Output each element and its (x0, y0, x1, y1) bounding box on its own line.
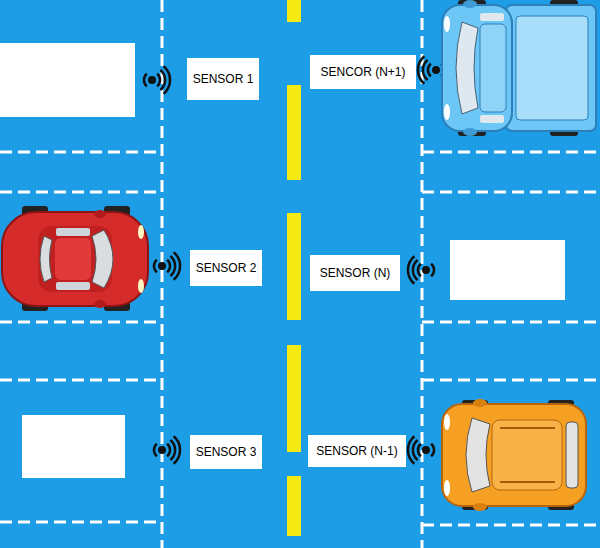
center-line (287, 0, 301, 536)
roof-rail (500, 427, 555, 429)
empty-spot (22, 415, 125, 478)
sensor-label: SENSOR 3 (190, 435, 262, 469)
sensor-label: SENSOR 2 (190, 250, 262, 286)
sensor-label: SENCOR (N+1) (310, 55, 416, 89)
truck-cab (442, 5, 512, 131)
sensor-name: SENSOR (N) (320, 266, 391, 280)
mirror (94, 210, 106, 218)
rear-window (40, 236, 52, 282)
spot-line (422, 191, 600, 194)
sensor-signal (418, 56, 444, 84)
side-window (480, 115, 504, 123)
mirror (94, 300, 106, 308)
center-dash (287, 0, 301, 22)
center-dash (287, 345, 301, 452)
spot-line (0, 191, 162, 194)
spot-line (0, 151, 162, 154)
car-roof (55, 238, 91, 280)
sensor-signal (408, 256, 434, 284)
side-window (56, 228, 90, 236)
orange-suv (442, 399, 586, 511)
mirror (463, 0, 477, 8)
blue-truck (442, 0, 596, 136)
sensor-name: SENSOR 3 (196, 445, 257, 459)
headlight (444, 414, 450, 430)
headlight (444, 480, 450, 496)
roof-rail (500, 481, 555, 483)
mirror (463, 128, 477, 136)
mirror (473, 503, 487, 511)
spot-line (422, 524, 600, 527)
truck-bed (506, 5, 596, 131)
car-cabin (38, 226, 112, 292)
sensor-signal (408, 436, 434, 464)
car-body (442, 404, 586, 506)
empty-spot (450, 240, 565, 300)
spot-line (0, 379, 162, 382)
cab-roof (480, 24, 506, 112)
headlight (138, 279, 144, 293)
sensor-name: SENSOR 2 (196, 261, 257, 275)
sensor-label: SENSOR (N) (310, 255, 400, 291)
sensor-name: SENSOR 1 (193, 72, 254, 86)
empty-spot (0, 43, 135, 117)
car-body (2, 212, 148, 306)
rear-window (566, 422, 578, 488)
spot-line (422, 379, 600, 382)
center-dash (287, 85, 301, 180)
headlight (138, 225, 144, 239)
headlight (444, 104, 450, 120)
car-roof (492, 420, 562, 490)
sensor-label: SENSOR (N-1) (308, 435, 406, 467)
windshield (92, 230, 113, 288)
spot-line (422, 151, 600, 154)
center-dash (287, 476, 301, 536)
spot-line (0, 521, 162, 524)
sensor-label: SENSOR 1 (187, 58, 259, 100)
side-window (56, 282, 90, 290)
spot-line (422, 321, 600, 324)
center-dash (287, 213, 301, 320)
truck-bed-floor (516, 16, 588, 120)
spot-line (0, 321, 162, 324)
sensor-signal (154, 436, 180, 464)
mirror (473, 399, 487, 407)
red-car (2, 206, 148, 311)
sensor-signal (144, 66, 170, 94)
sensor-name: SENCOR (N+1) (320, 65, 405, 79)
windshield (456, 22, 478, 114)
side-window (480, 13, 504, 21)
sensor-name: SENSOR (N-1) (316, 444, 397, 458)
headlight (444, 16, 450, 32)
windshield (466, 418, 490, 492)
sensor-signal (154, 252, 180, 280)
